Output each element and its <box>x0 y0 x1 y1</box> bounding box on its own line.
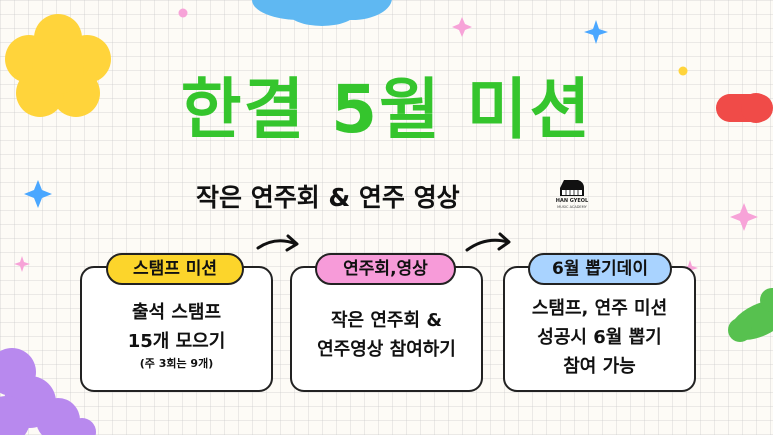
card-line: 성공시 6월 뽑기 <box>537 327 662 348</box>
step-label-stamp: 스탬프 미션 <box>106 253 244 285</box>
logo-tagline: MUSIC ACADEMY <box>557 205 587 209</box>
yellow-flower-shape <box>5 14 111 117</box>
page-title: 한결 5월 미션 <box>180 71 593 148</box>
card-line: 15개 모으기 <box>127 331 226 352</box>
dot-shape <box>678 66 688 76</box>
step-card-concert: 작은 연주회 & 연주영상 참여하기 <box>290 266 483 392</box>
card-note: (주 3회는 9개) <box>139 357 214 370</box>
arrow-icon <box>465 232 511 252</box>
dot-shape <box>178 8 188 18</box>
card-line: 출석 스탬프 <box>131 302 222 323</box>
sparkle-icon <box>730 203 758 231</box>
arrow-icon <box>256 234 299 252</box>
step-label-concert: 연주회,영상 <box>315 253 456 285</box>
step-card-stamp: 출석 스탬프 15개 모으기 (주 3회는 9개) <box>80 266 273 392</box>
purple-cloud-shape <box>0 348 96 435</box>
logo-name: HAN GYEOL <box>555 198 589 204</box>
academy-logo: HAN GYEOL MUSIC ACADEMY <box>550 176 594 212</box>
sparkle-icon <box>24 180 52 208</box>
card-line: 연주영상 참여하기 <box>317 339 456 360</box>
card-line: 참여 가능 <box>563 356 636 377</box>
card-line: 스탬프, 연주 미션 <box>531 298 668 319</box>
green-blob-shape <box>728 288 773 342</box>
step-card-draw: 스탬프, 연주 미션 성공시 6월 뽑기 참여 가능 <box>503 266 696 392</box>
sparkle-icon <box>452 17 472 37</box>
card-line: 작은 연주회 & <box>330 310 443 331</box>
red-bubbles-shape <box>716 93 773 123</box>
blue-cloud-shape <box>252 0 392 26</box>
piano-icon <box>560 180 584 196</box>
step-label-draw: 6월 뽑기데이 <box>528 253 672 285</box>
page-subtitle: 작은 연주회 & 연주 영상 <box>196 183 460 212</box>
sparkle-icon <box>14 256 30 272</box>
sparkle-icon <box>584 20 608 44</box>
